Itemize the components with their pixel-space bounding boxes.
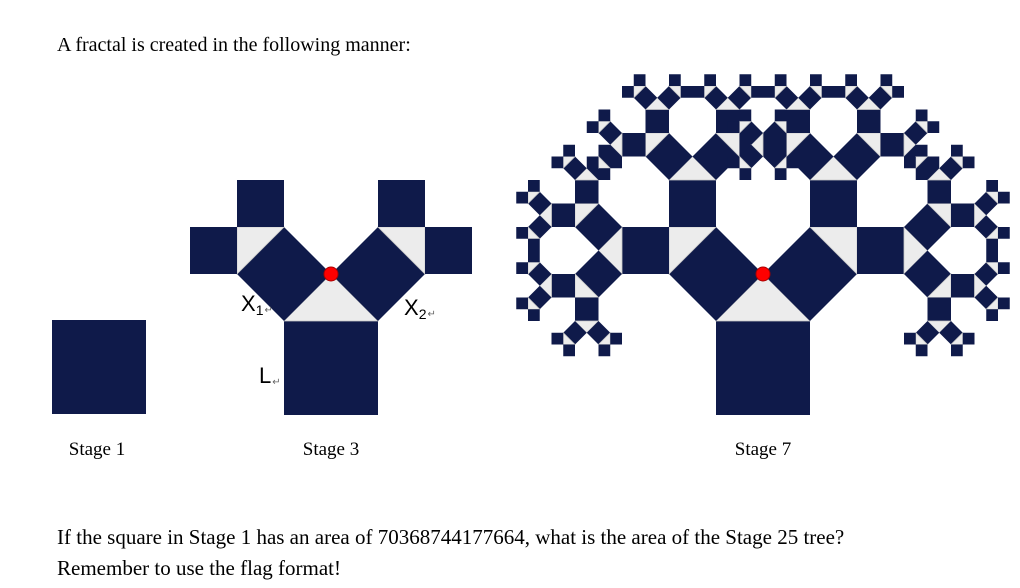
- fractal-square: [237, 180, 284, 227]
- fractal-square: [680, 86, 693, 98]
- fractal-square: [563, 144, 575, 157]
- stage-3-label: Stage 3: [302, 439, 360, 460]
- fractal-square: [551, 203, 575, 227]
- fractal-square: [190, 227, 237, 274]
- fractal-square: [880, 74, 893, 86]
- fractal-square: [986, 250, 998, 263]
- fractal-square: [763, 133, 787, 157]
- fractal-square: [378, 180, 425, 227]
- fractal-square: [962, 332, 975, 345]
- fractal-square: [551, 156, 564, 169]
- fractal-square: [622, 133, 646, 157]
- fractal-square: [598, 168, 611, 180]
- question-line-1: If the square in Stage 1 has an area of …: [57, 525, 845, 549]
- fractal-square: [52, 320, 146, 414]
- label-x1: X1↵: [241, 291, 273, 318]
- fractal-square: [951, 274, 975, 298]
- fractal-square: [786, 109, 810, 133]
- fractal-square: [774, 74, 787, 86]
- fractal-square: [951, 344, 963, 357]
- fractal-square: [951, 203, 975, 227]
- fractal-square: [516, 297, 528, 310]
- fractal-square: [986, 309, 998, 321]
- label-l: L↵: [259, 363, 281, 388]
- fractal-square: [915, 109, 928, 122]
- fractal-square: [927, 180, 951, 204]
- fractal-square: [857, 109, 881, 133]
- fractal-square: [575, 297, 599, 321]
- fractal-square: [692, 86, 705, 98]
- fractal-square: [763, 86, 775, 98]
- fractal-square: [810, 74, 822, 86]
- fractal-square: [904, 332, 916, 345]
- fractal-square: [986, 180, 998, 192]
- fractal-square: [962, 156, 975, 169]
- fractal-square: [551, 274, 575, 298]
- fractal-square: [586, 121, 599, 133]
- fractal-square: [622, 86, 634, 98]
- apex-marker-stage-3: [323, 266, 339, 282]
- fractal-square: [739, 74, 752, 86]
- fractal-square: [751, 86, 763, 98]
- fractal-square: [986, 238, 998, 251]
- fractal-square: [998, 227, 1010, 239]
- fractal-square: [857, 227, 904, 274]
- fractal-square: [586, 156, 599, 169]
- fractal-square: [645, 109, 669, 133]
- stage-7-label: Stage 7: [734, 439, 792, 460]
- fractal-square: [598, 344, 611, 357]
- fractal-square: [880, 133, 904, 157]
- fractal-square: [892, 86, 904, 98]
- fractal-square: [528, 250, 540, 263]
- stage-1-tree: [52, 320, 146, 414]
- fractal-square: [622, 227, 669, 274]
- fractal-square: [516, 191, 528, 204]
- fractal-square: [727, 156, 740, 169]
- question-line-2: Remember to use the flag format!: [57, 556, 341, 580]
- fractal-square: [810, 180, 857, 227]
- fractal-square: [516, 262, 528, 274]
- fractal-square: [528, 180, 540, 192]
- fractal-square: [774, 109, 787, 122]
- fractal-square: [739, 109, 752, 122]
- fractal-square: [904, 156, 916, 169]
- fractal-square: [284, 321, 378, 415]
- fractal-square: [998, 262, 1010, 274]
- stage-7-tree: [516, 74, 1010, 415]
- fractal-square: [774, 168, 787, 180]
- fractal-square: [598, 109, 611, 122]
- fractal-square: [845, 74, 857, 86]
- fractal-square: [833, 86, 846, 98]
- intro-text: A fractal is created in the following ma…: [57, 34, 411, 56]
- fractal-square: [951, 144, 963, 157]
- fractal-square: [915, 344, 928, 357]
- question-text: If the square in Stage 1 has an area of …: [57, 522, 844, 584]
- fractal-square: [704, 74, 716, 86]
- apex-marker-stage-7: [755, 266, 771, 282]
- fractal-square: [915, 144, 928, 157]
- stage-1-label: Stage 1: [68, 439, 126, 460]
- fractal-square: [528, 309, 540, 321]
- fractal-square: [633, 74, 646, 86]
- fractal-square: [739, 168, 752, 180]
- fractal-square: [821, 86, 834, 98]
- stage-3-tree: [190, 180, 472, 415]
- fractal-square: [551, 332, 564, 345]
- fractal-square: [927, 121, 940, 133]
- fractal-square: [669, 74, 681, 86]
- fractal-square: [727, 121, 740, 133]
- fractal-square: [927, 297, 951, 321]
- fractal-square: [716, 321, 810, 415]
- fractal-square: [610, 332, 622, 345]
- fractal-square: [998, 191, 1010, 204]
- fractal-square: [669, 180, 716, 227]
- fractal-square: [575, 180, 599, 204]
- fractal-square: [563, 344, 575, 357]
- label-x2: X2↵: [404, 295, 436, 322]
- fractal-square: [998, 297, 1010, 310]
- fractal-square: [425, 227, 472, 274]
- fractal-square: [528, 238, 540, 251]
- fractal-square: [516, 227, 528, 239]
